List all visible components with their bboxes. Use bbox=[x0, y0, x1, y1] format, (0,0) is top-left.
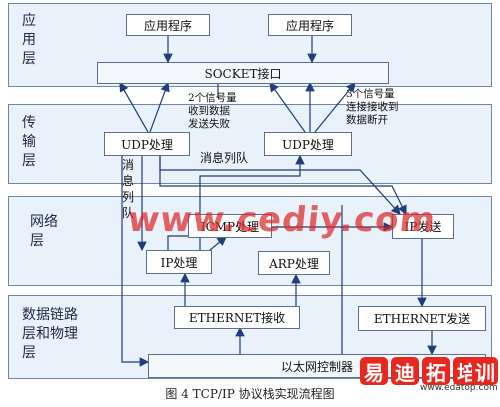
message-queue-vertical-label: 消息列队 bbox=[122, 158, 135, 220]
three-semaphore-note-line-2: 连接接收到 bbox=[346, 101, 399, 113]
socket-interface-box: SOCKET接口 bbox=[97, 62, 389, 84]
edatop-site-text: www.edatop.com bbox=[420, 383, 498, 393]
ip-process-box: IP处理 bbox=[146, 250, 212, 274]
arp-process-box: ARP处理 bbox=[258, 251, 330, 275]
application-program-box-1: 应用程序 bbox=[126, 14, 210, 36]
network-layer-band bbox=[8, 196, 492, 286]
network-layer-label: 网络层 bbox=[30, 214, 58, 249]
transport-layer-band bbox=[8, 104, 492, 184]
datalink-layer-label: 数据链路层和物理层 bbox=[22, 307, 78, 361]
figure-caption: 图 4 TCP/IP 协议栈实现流程图 bbox=[165, 387, 335, 401]
three-semaphore-note: 3个信号量 连接接收到 数据断开 bbox=[346, 88, 399, 127]
two-semaphore-note-line-3: 发送失败 bbox=[188, 118, 230, 130]
udp-process-box-1: UDP处理 bbox=[104, 132, 190, 156]
edatop-logo: 易 迪 拓 培 训 www.edatop.com bbox=[360, 355, 500, 393]
message-queue-label: 消息列队 bbox=[200, 151, 249, 165]
three-semaphore-note-line-1: 3个信号量 bbox=[346, 88, 395, 100]
two-semaphore-note: 2个信号量 收到数据 发送失败 bbox=[188, 92, 237, 131]
two-semaphore-note-line-1: 2个信号量 bbox=[188, 92, 237, 104]
application-program-box-2: 应用程序 bbox=[268, 14, 352, 36]
udp-process-box-2: UDP处理 bbox=[264, 132, 352, 156]
ethernet-receive-box: ETHERNET接收 bbox=[174, 306, 300, 329]
two-semaphore-note-line-2: 收到数据 bbox=[188, 105, 230, 117]
site-watermark: www.cediy.com bbox=[125, 200, 439, 240]
icmp-process-box: ICMP处理 bbox=[188, 214, 272, 238]
ethernet-send-box: ETHERNET发送 bbox=[358, 306, 486, 331]
transport-layer-label: 传输层 bbox=[22, 115, 36, 169]
ip-send-box: IP发送 bbox=[392, 214, 454, 239]
three-semaphore-note-line-3: 数据断开 bbox=[346, 114, 388, 126]
application-layer-label: 应用层 bbox=[22, 13, 36, 67]
